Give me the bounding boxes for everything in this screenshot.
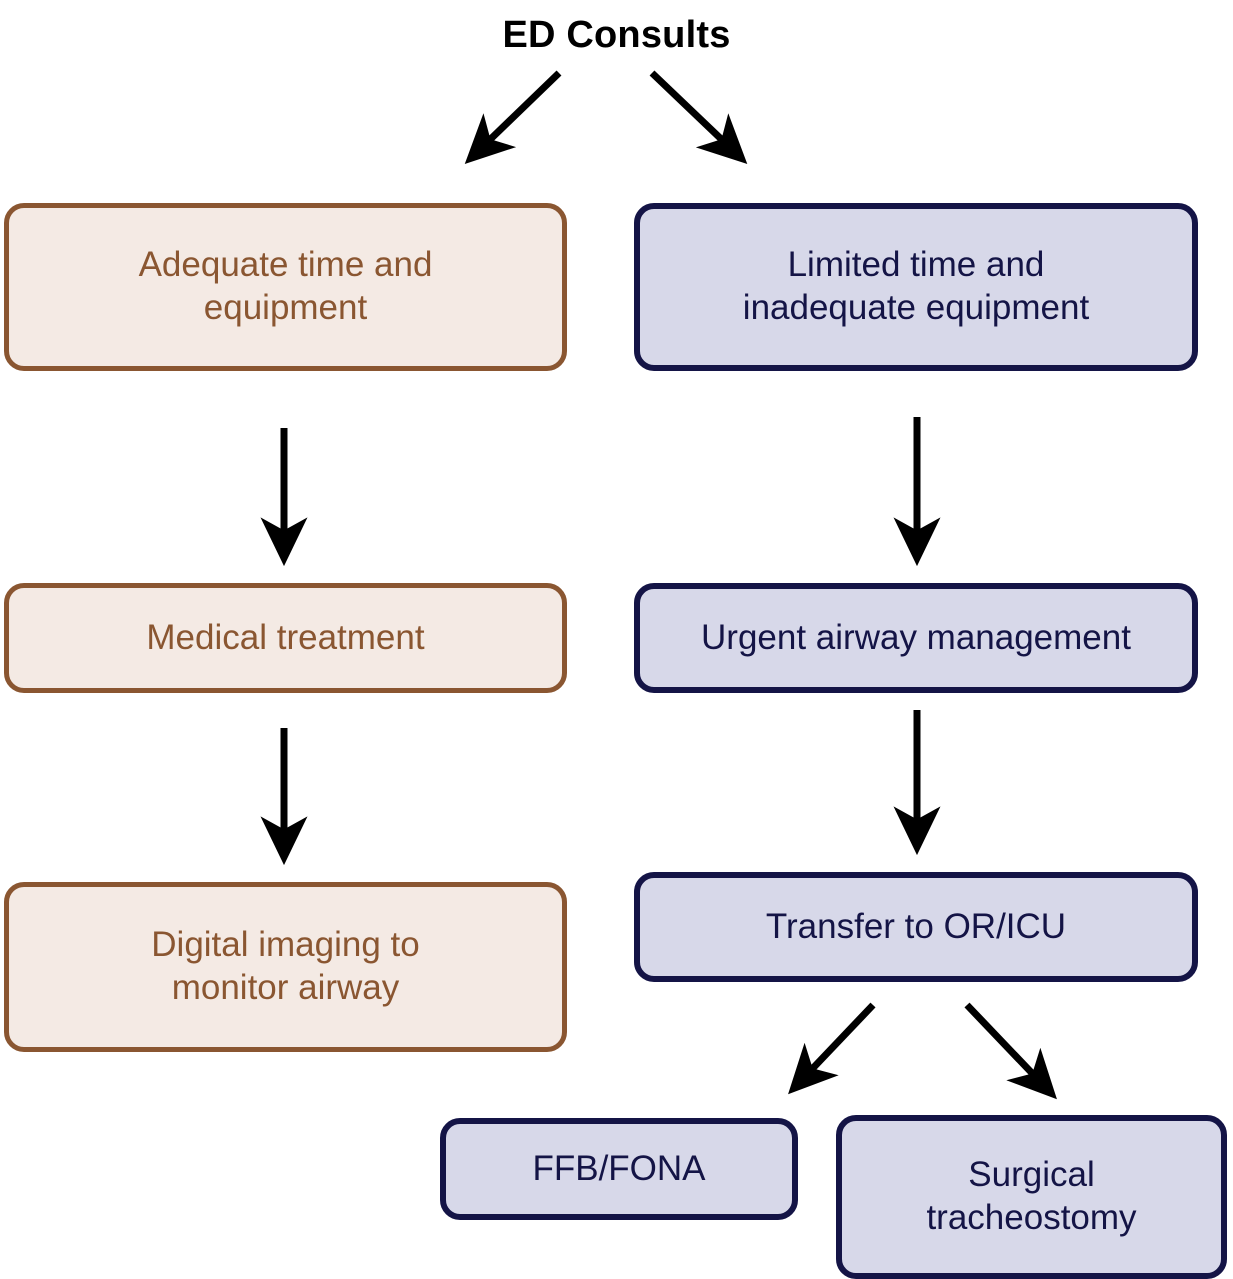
node-limited-time-and-inadequate-equipment[interactable]: Limited time and inadequate equipment (634, 203, 1198, 371)
page-title: ED Consults (502, 14, 731, 56)
node-label: Adequate time and equipment (138, 245, 433, 327)
node-adequate-time-and-equipment[interactable]: Adequate time and equipment (4, 203, 567, 371)
node-digital-imaging-to-monitor-airway[interactable]: Digital imaging to monitor airway (4, 882, 567, 1052)
node-label: Urgent airway management (701, 617, 1131, 657)
node-label: Medical treatment (146, 617, 425, 657)
edge-transfer-to-ffb (788, 1002, 876, 1095)
edge-transfer-to-surgical (964, 1002, 1057, 1100)
node-label: Limited time and inadequate equipment (742, 245, 1090, 327)
node-medical-treatment[interactable]: Medical treatment (4, 583, 567, 693)
node-label: FFB/FONA (532, 1148, 706, 1188)
node-ffb-fona[interactable]: FFB/FONA (440, 1118, 798, 1220)
node-transfer-to-or-icu[interactable]: Transfer to OR/ICU (634, 872, 1198, 982)
node-label: Surgical tracheostomy (926, 1155, 1137, 1237)
node-label: Digital imaging to monitor airway (151, 925, 420, 1007)
node-label: Transfer to OR/ICU (765, 906, 1067, 946)
node-urgent-airway-management[interactable]: Urgent airway management (634, 583, 1198, 693)
edge-title-to-adequate (464, 70, 562, 165)
node-surgical-tracheostomy[interactable]: Surgical tracheostomy (836, 1115, 1227, 1279)
edge-title-to-limited (649, 70, 748, 164)
